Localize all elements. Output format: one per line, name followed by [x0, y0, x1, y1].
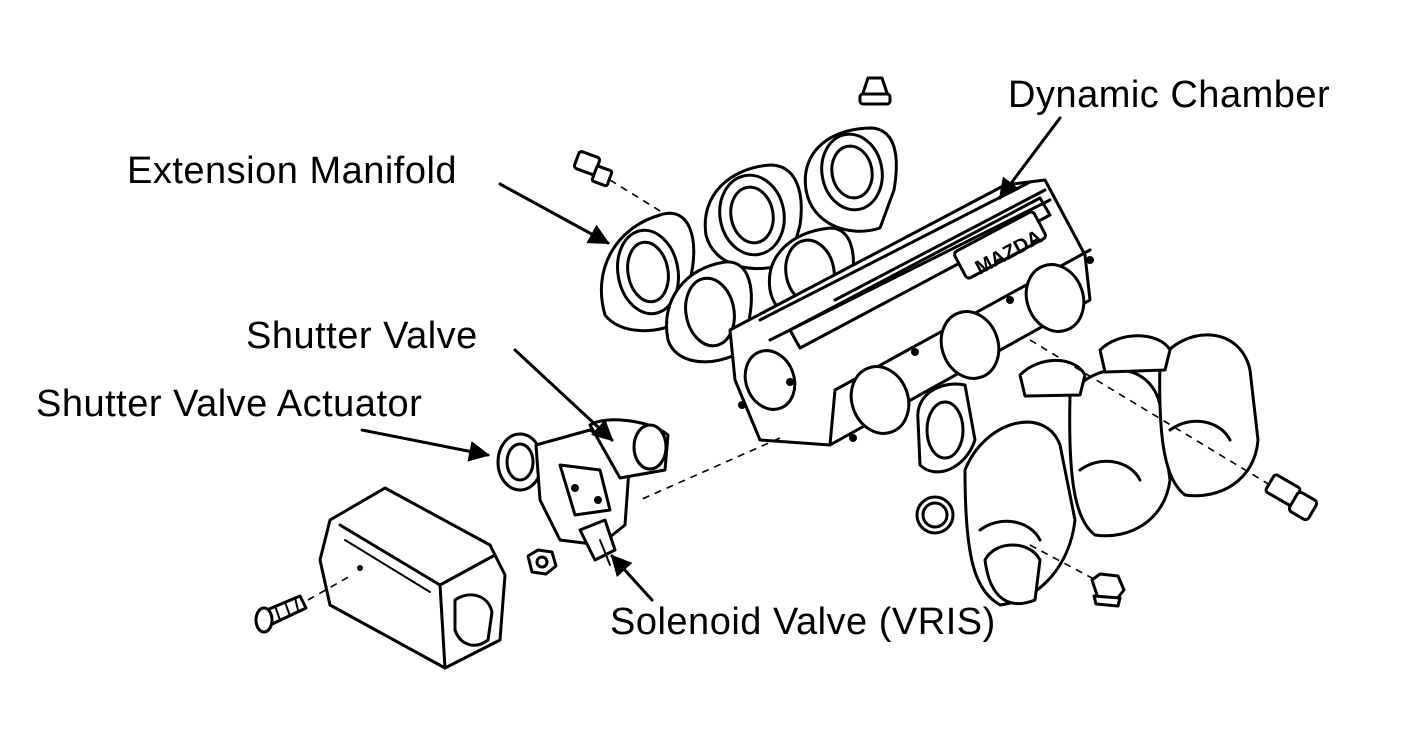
- dynamic-chamber: MAZDA: [639, 178, 1094, 501]
- lower-runners: [915, 333, 1276, 607]
- shutter-valve-assembly: [496, 418, 670, 566]
- stud-bolt-left: [572, 150, 666, 215]
- screw: [254, 574, 353, 634]
- top-cap-nut: [858, 76, 892, 106]
- shutter-valve-label: Shutter Valve: [246, 315, 478, 357]
- bottom-cap-nut: [1090, 572, 1126, 608]
- dynamic-chamber-label: Dynamic Chamber: [1008, 74, 1331, 116]
- shutter-valve-actuator-label: Shutter Valve Actuator: [36, 383, 423, 425]
- cover-box: [318, 486, 507, 670]
- leader-lines: [360, 116, 1062, 602]
- right-plug: [1264, 473, 1319, 522]
- small-nut: [526, 548, 558, 576]
- extension-manifold-label: Extension Manifold: [127, 150, 458, 192]
- solenoid-valve-label: Solenoid Valve (VRIS): [610, 601, 996, 643]
